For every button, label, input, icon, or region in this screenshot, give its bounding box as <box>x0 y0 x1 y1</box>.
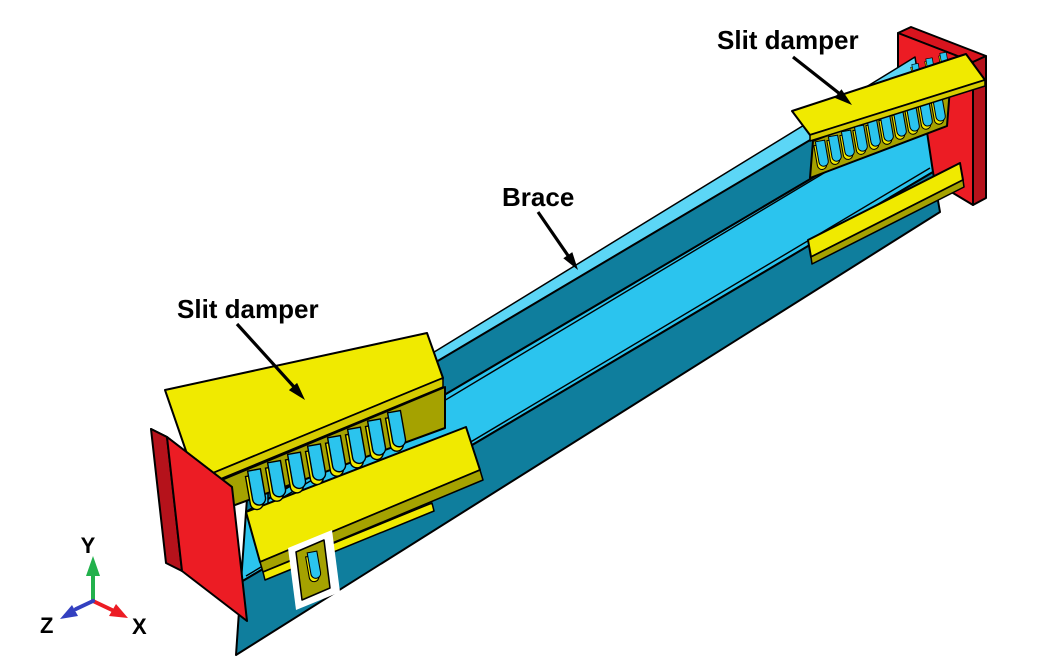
brace-bottom-flange <box>235 171 941 656</box>
coordinate-triad: Y X Z <box>40 533 147 639</box>
annotation-left-damper: Slit damper <box>177 294 319 400</box>
right-damper-bottom-plate <box>807 162 965 265</box>
brace-arrowhead <box>563 252 578 270</box>
right-bottom-plate-edge <box>810 179 965 265</box>
annotation-right-damper: Slit damper <box>717 25 859 105</box>
right-damper-arrow <box>792 55 841 96</box>
right-damper-label: Slit damper <box>717 25 859 55</box>
brace-label: Brace <box>502 182 574 212</box>
brace-arrow <box>536 211 571 258</box>
left-damper-arrowhead <box>288 382 305 400</box>
x-axis-label: X <box>132 614 147 639</box>
left-end-plate-front-face <box>166 436 248 622</box>
z-axis-label: Z <box>40 613 53 638</box>
x-axis-arrow <box>91 599 114 612</box>
y-axis-label: Y <box>81 533 96 558</box>
right-damper-top-plate-edge <box>809 79 986 142</box>
right-damper-arrowhead <box>834 89 852 105</box>
left-damper-arrow <box>235 322 297 390</box>
x-axis-arrowhead <box>109 604 128 618</box>
left-end-plate <box>150 428 248 622</box>
right-slit-damper <box>791 53 986 179</box>
y-axis-arrowhead <box>86 556 100 576</box>
z-axis-arrow <box>74 599 95 611</box>
left-slit-damper <box>164 332 446 517</box>
z-axis-arrowhead <box>60 605 78 619</box>
left-damper-label: Slit damper <box>177 294 319 324</box>
annotation-brace: Brace <box>502 182 578 270</box>
left-damper-bottom-plate <box>245 426 484 610</box>
